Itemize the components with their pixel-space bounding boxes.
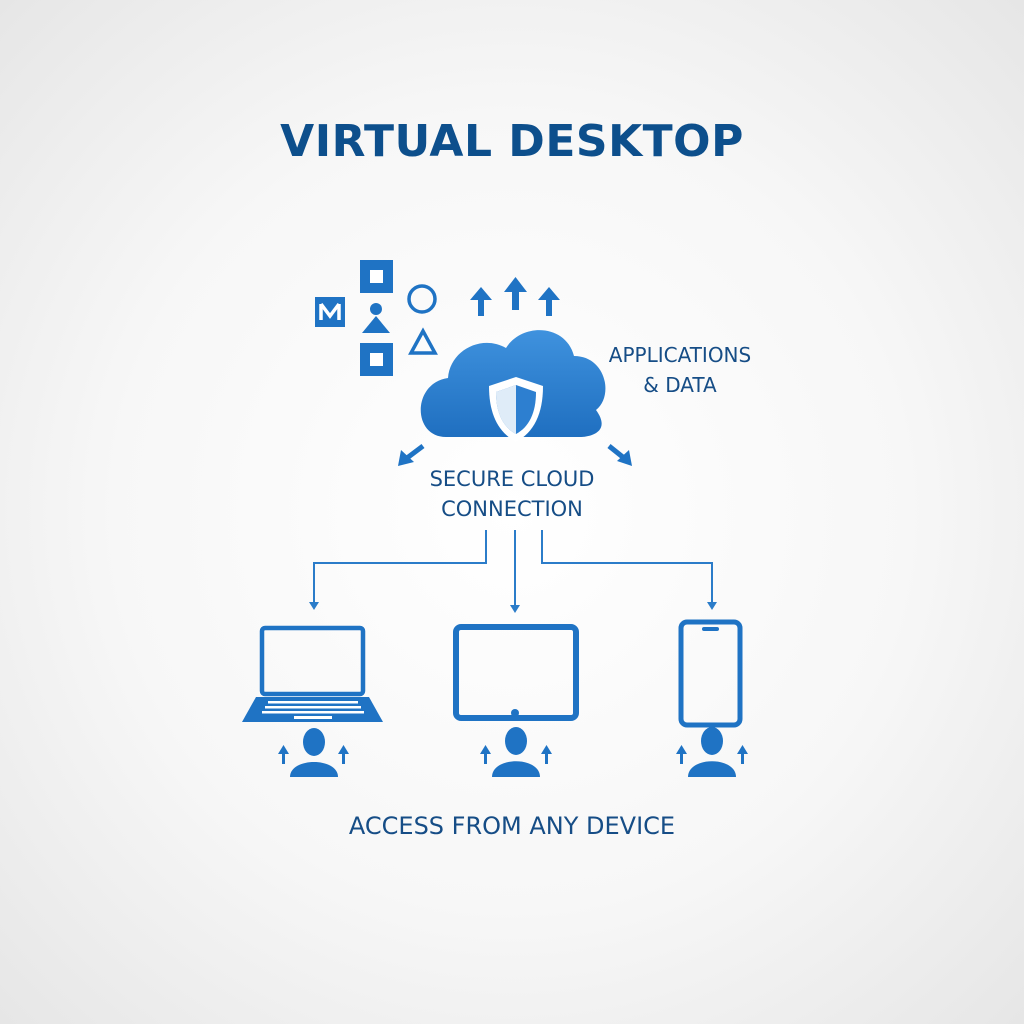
arrow-up-icon <box>470 287 492 316</box>
arrow-up-icon <box>338 745 349 764</box>
arrow-up-icon <box>737 745 748 764</box>
shield-icon <box>489 377 543 442</box>
arrow-up-icon <box>541 745 552 764</box>
upload-arrows <box>470 277 560 316</box>
user-icon <box>688 727 736 777</box>
user-tile-icon <box>362 303 390 333</box>
user-group-monitor <box>480 727 552 777</box>
applications-label-line2: & DATA <box>643 373 717 397</box>
diagram-title: VIRTUAL DESKTOP <box>280 116 744 167</box>
mail-tile-icon <box>315 297 345 327</box>
arrow-down-right-icon <box>607 444 632 466</box>
connection-lines <box>313 530 713 608</box>
applications-label-line1: APPLICATIONS <box>608 343 752 367</box>
app-tile-icon <box>360 260 393 293</box>
connector-arrowheads <box>309 602 717 613</box>
user-icon <box>290 728 338 777</box>
application-icons <box>315 260 438 376</box>
circle-shape-icon <box>407 284 437 314</box>
triangle-shape-icon <box>408 327 438 355</box>
laptop-icon <box>242 625 383 722</box>
arrow-up-icon <box>278 745 289 764</box>
arrow-down-left-icon <box>398 444 425 466</box>
secure-label-line2: CONNECTION <box>441 497 583 521</box>
secure-connection-label: SECURE CLOUD CONNECTION <box>392 464 632 524</box>
arrow-up-icon <box>504 277 527 310</box>
user-group-phone <box>676 727 748 777</box>
smartphone-icon <box>678 619 743 728</box>
user-icon <box>492 727 540 777</box>
arrow-up-icon <box>676 745 687 764</box>
app-tile-icon <box>360 343 393 376</box>
applications-data-label: APPLICATIONS & DATA <box>590 340 770 400</box>
arrow-up-icon <box>538 287 560 316</box>
secure-label-line1: SECURE CLOUD <box>429 467 595 491</box>
footer-caption: ACCESS FROM ANY DEVICE <box>348 812 676 840</box>
monitor-icon <box>453 624 579 721</box>
arrow-up-icon <box>480 745 491 764</box>
user-group-laptop <box>278 728 349 777</box>
